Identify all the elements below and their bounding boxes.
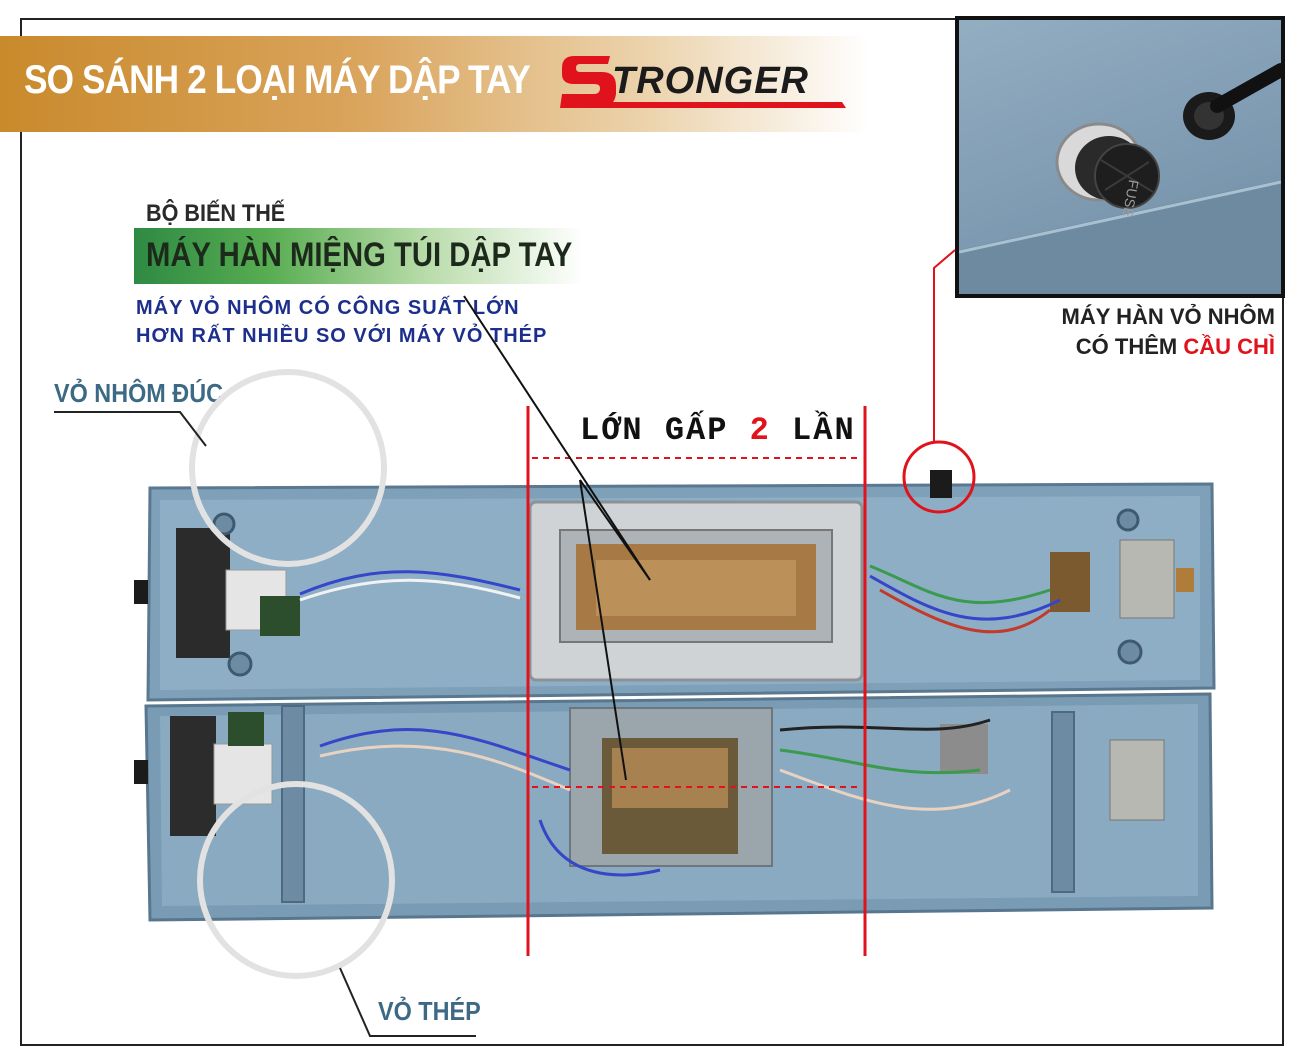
fuse-illustration: FUSE [959, 63, 1281, 294]
logo-text: TRONGER [612, 60, 809, 102]
fuse-cap-icon [1094, 143, 1160, 209]
aluminum-case-label: VỎ NHÔM ĐÚC [54, 378, 224, 408]
logo-s-mark [560, 56, 616, 108]
fuse-caption-line2: CÓ THÊM CẦU CHÌ [1075, 334, 1275, 359]
image-frame [20, 18, 1284, 1046]
fuse-inset-photo: FUSE [955, 16, 1285, 298]
transformer-title-bar [134, 228, 584, 284]
transformer-subheading: BỘ BIẾN THẾ [146, 200, 286, 227]
fuse-text: FUSE [1120, 179, 1142, 219]
fuse-caption: MÁY HÀN VỎ NHÔM CÓ THÊM CẦU CHÌ [1062, 302, 1276, 362]
comparison-number: 2 [749, 412, 771, 449]
steel-case-label: VỎ THÉP [378, 996, 481, 1026]
size-comparison-label: LỚN GẤP 2 LẦN [580, 412, 856, 449]
stronger-logo [560, 56, 846, 108]
fuse-caption-line1: MÁY HÀN VỎ NHÔM [1061, 304, 1276, 329]
transformer-description: MÁY VỎ NHÔM CÓ CÔNG SUẤT LỚN HƠN RẤT NHI… [136, 294, 547, 350]
transformer-title: MÁY HÀN MIỆNG TÚI DẬP TAY [146, 236, 573, 274]
fuse-highlight: CẦU CHÌ [1183, 334, 1275, 359]
logo-underline [600, 102, 846, 108]
cable-grommet-icon [1183, 63, 1281, 140]
description-line1: MÁY VỎ NHÔM CÓ CÔNG SUẤT LỚN [136, 297, 520, 319]
description-line2: HƠN RẤT NHIỀU SO VỚI MÁY VỎ THÉP [136, 325, 548, 347]
title-banner [0, 36, 870, 132]
banner-title: SO SÁNH 2 LOẠI MÁY DẬP TAY [24, 58, 531, 102]
